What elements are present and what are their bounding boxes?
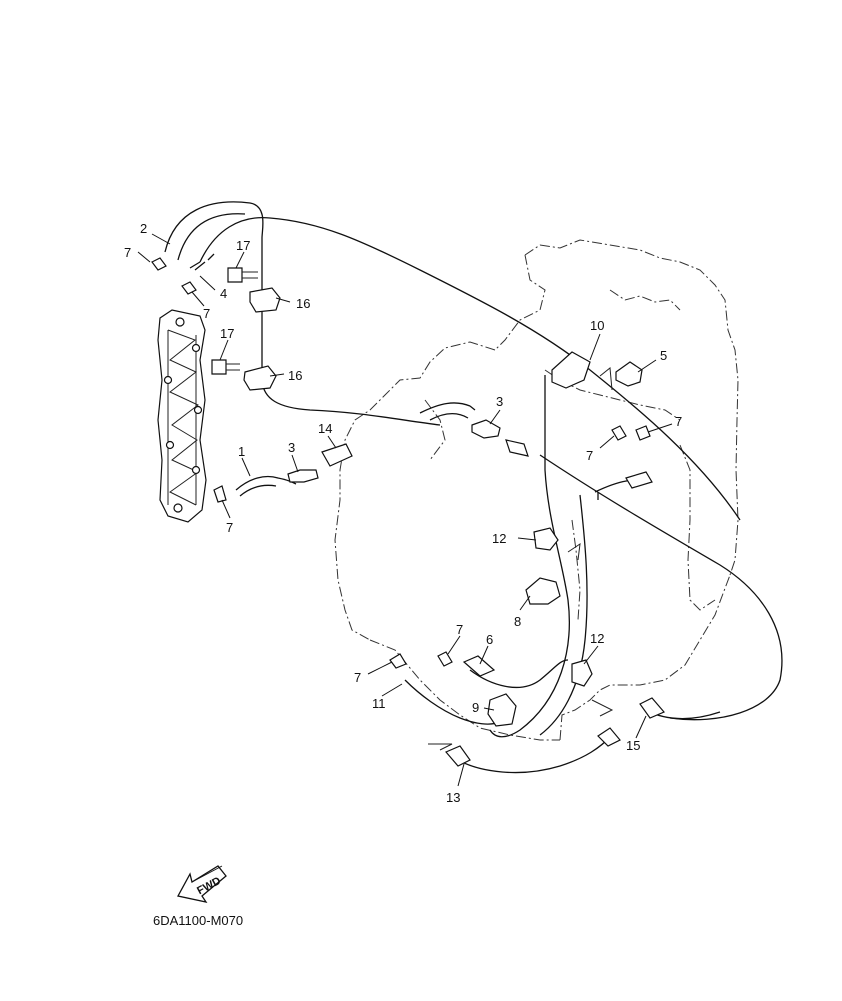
callout-7: 7 (675, 414, 682, 429)
callout-8: 8 (514, 614, 521, 629)
callout-3: 3 (496, 394, 503, 409)
callout-4: 4 (220, 286, 227, 301)
callout-labels: 2 7 17 4 7 16 17 16 1 3 14 7 3 10 5 7 7 … (124, 221, 682, 805)
callout-12: 12 (590, 631, 604, 646)
callout-14: 14 (318, 421, 332, 436)
callout-16: 16 (288, 368, 302, 383)
callout-7: 7 (226, 520, 233, 535)
callout-7: 7 (586, 448, 593, 463)
callout-7: 7 (456, 622, 463, 637)
small-parts (151, 257, 665, 767)
callout-7: 7 (354, 670, 361, 685)
callout-2: 2 (140, 221, 147, 236)
callout-9: 9 (472, 700, 479, 715)
callout-11: 11 (372, 696, 386, 711)
callout-3: 3 (288, 440, 295, 455)
callout-17: 17 (236, 238, 250, 253)
fwd-arrow-icon: FWD (177, 865, 227, 903)
callout-7: 7 (203, 306, 210, 321)
callout-10: 10 (590, 318, 604, 333)
callout-16: 16 (296, 296, 310, 311)
gasket-plate (157, 309, 207, 523)
callout-6: 6 (486, 632, 493, 647)
callout-17: 17 (220, 326, 234, 341)
callout-5: 5 (660, 348, 667, 363)
hose-routing (164, 201, 783, 774)
callout-7: 7 (124, 245, 131, 260)
callout-12: 12 (492, 531, 506, 546)
leader-lines (137, 233, 673, 787)
callout-13: 13 (446, 790, 460, 805)
diagram-code: 6DA1100-M070 (153, 913, 244, 928)
callout-15: 15 (626, 738, 640, 753)
callout-1: 1 (238, 444, 245, 459)
